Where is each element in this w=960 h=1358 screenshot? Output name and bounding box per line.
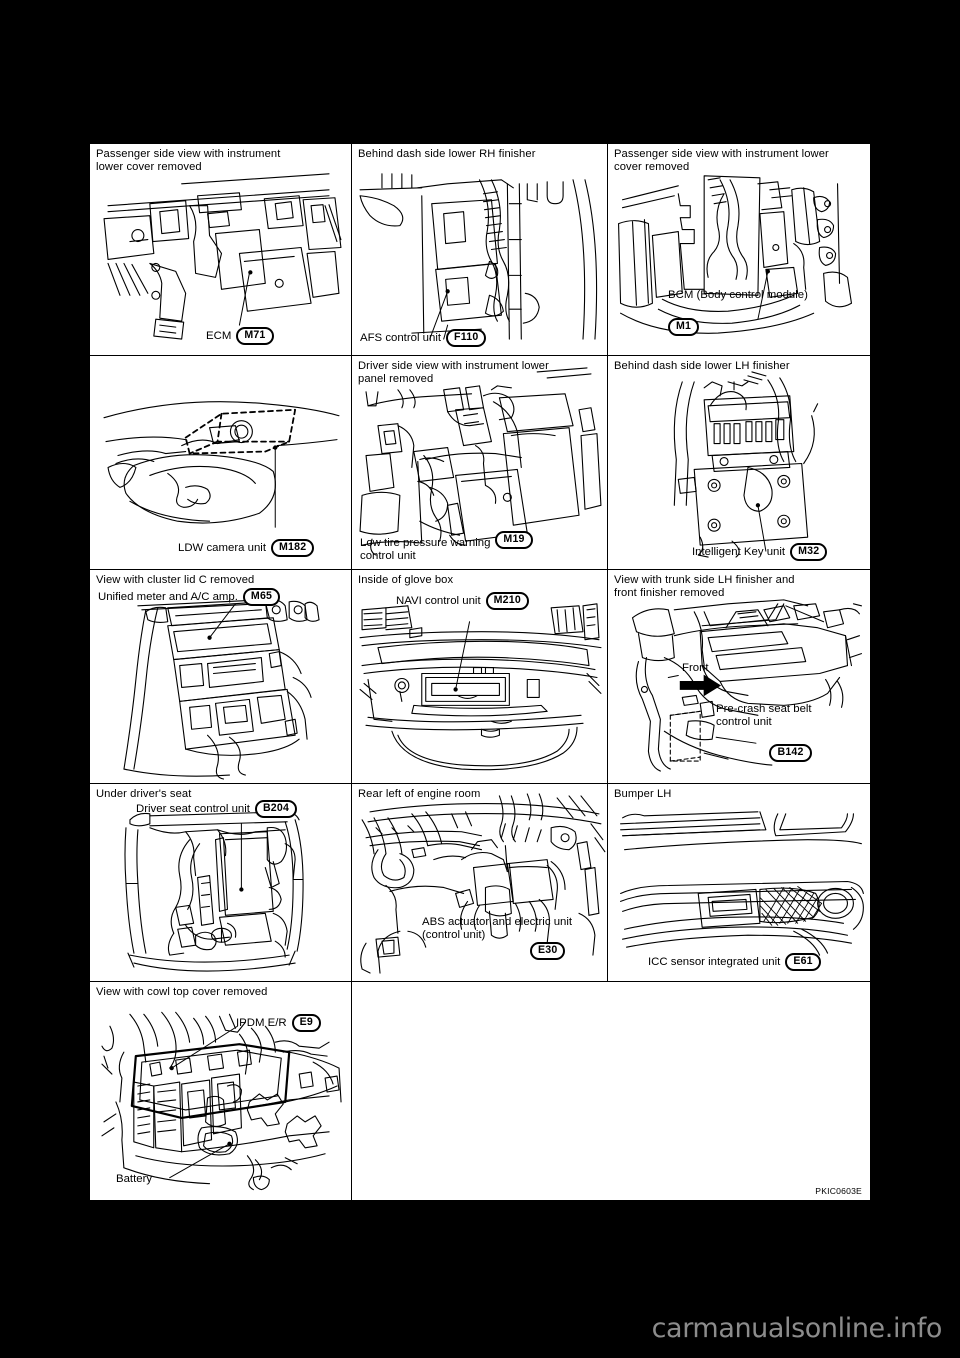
illustration-afs — [352, 144, 607, 355]
connector-pill-icc: E61 — [785, 953, 821, 971]
cell-ldw: LDW camera unit M182 — [90, 356, 352, 570]
callout-ecm: ECM M71 — [206, 327, 274, 345]
figure-code: PKIC0603E — [815, 1186, 862, 1196]
illustration-ecm — [90, 144, 351, 355]
illustration-precrash — [608, 570, 870, 783]
callout-ldw: LDW camera unit M182 — [178, 539, 315, 557]
cell-caption-precrash: View with trunk side LH finisher and fro… — [614, 574, 795, 600]
cell-caption-icc: Bumper LH — [614, 788, 672, 800]
component-label-navi: NAVI control unit — [396, 594, 481, 607]
connector-pill-meter: M65 — [242, 588, 281, 606]
callout-icc: ICC sensor integrated unit E61 — [648, 953, 821, 971]
callout-abs: ABS actuator and electric unit (control … — [422, 903, 572, 973]
cell-seat: Under driver's seat — [90, 784, 352, 982]
cell-caption-abs: Rear left of engine room — [358, 788, 481, 800]
cell-tpms: Driver side view with instrument lower p… — [352, 356, 608, 570]
cell-ikey: Behind dash side lower LH finisher — [608, 356, 870, 570]
illustration-ikey — [608, 356, 870, 569]
cell-caption-bcm: Passenger side view with instrument lowe… — [614, 148, 829, 174]
cell-meter: View with cluster lid C removed — [90, 570, 352, 784]
illustration-seat — [90, 784, 351, 981]
component-label-ikey: Intelligent Key unit — [692, 545, 786, 558]
cell-ecm: Passenger side view with instrument lowe… — [90, 144, 352, 356]
cell-bcm: Passenger side view with instrument lowe… — [608, 144, 870, 356]
manual-page: Passenger side view with instrument lowe… — [88, 142, 872, 1202]
cell-caption-seat: Under driver's seat — [96, 788, 192, 800]
connector-pill-seat: B204 — [254, 800, 298, 818]
callout-precrash: Pre-crash seat belt control unit B142 — [716, 690, 812, 775]
connector-pill-navi: M210 — [485, 592, 529, 610]
illustration-ldw — [90, 356, 351, 569]
component-label-abs: ABS actuator and electric unit (control … — [422, 916, 573, 941]
cell-caption-ipdm: View with cowl top cover removed — [96, 986, 268, 998]
site-watermark: carmanualsonline.info — [651, 1313, 943, 1344]
callout-navi: NAVI control unit M210 — [396, 592, 529, 610]
cell-precrash: View with trunk side LH finisher and fro… — [608, 570, 870, 784]
connector-pill-ipdm: E9 — [291, 1014, 321, 1032]
illustration-navi — [352, 570, 607, 783]
cell-caption-tpms: Driver side view with instrument lower p… — [358, 360, 549, 386]
illustration-tpms — [352, 356, 607, 569]
callout-battery: Battery — [116, 1173, 152, 1186]
callout-tpms: Low tire pressure warning control unit M… — [360, 531, 533, 563]
connector-pill-ldw: M182 — [271, 539, 315, 557]
callout-bcm: BCM (Body control module) M1 — [668, 276, 808, 349]
cell-caption-navi: Inside of glove box — [358, 574, 454, 586]
connector-pill-afs: F110 — [446, 329, 487, 347]
illustration-icc — [608, 784, 870, 981]
cell-abs: Rear left of engine room — [352, 784, 608, 982]
component-label-seat: Driver seat control unit — [136, 802, 250, 815]
illustration-meter — [90, 570, 351, 783]
cell-caption-meter: View with cluster lid C removed — [96, 574, 255, 586]
connector-pill-bcm: M1 — [668, 318, 700, 336]
cell-icc: Bumper LH — [608, 784, 870, 982]
component-label-precrash: Pre-crash seat belt control unit — [716, 703, 812, 728]
connector-pill-abs: E30 — [530, 942, 566, 960]
component-location-grid: Passenger side view with instrument lowe… — [90, 144, 870, 1200]
cell-caption-ikey: Behind dash side lower LH finisher — [614, 360, 790, 372]
cell-ipdm: View with cowl top cover removed — [90, 982, 352, 1200]
connector-pill-precrash: B142 — [769, 744, 812, 762]
cell-empty-footer: PKIC0603E — [352, 982, 870, 1200]
component-label-afs: AFS control unit — [360, 331, 442, 344]
callout-meter: Unified meter and A/C amp. M65 — [98, 588, 281, 606]
front-direction-label: Front — [682, 662, 709, 674]
cell-afs: Behind dash side lower RH finisher — [352, 144, 608, 356]
component-label-battery: Battery — [116, 1173, 153, 1185]
component-label-icc: ICC sensor integrated unit — [648, 955, 781, 968]
component-label-ecm: ECM — [206, 329, 232, 342]
front-text: Front — [682, 662, 709, 674]
connector-pill-ikey: M32 — [790, 543, 828, 561]
component-label-ipdm: IPDM E/R — [236, 1016, 287, 1029]
component-label-tpms: Low tire pressure warning control unit — [360, 537, 491, 562]
illustration-abs — [352, 784, 607, 981]
component-label-bcm: BCM (Body control module) — [668, 289, 808, 301]
callout-afs: AFS control unit F110 — [360, 329, 487, 347]
callout-seat: Driver seat control unit B204 — [136, 800, 298, 818]
connector-pill-tpms: M19 — [495, 531, 533, 549]
callout-ikey: Intelligent Key unit M32 — [692, 543, 828, 561]
callout-ipdm: IPDM E/R E9 — [236, 1014, 321, 1032]
connector-pill-ecm: M71 — [236, 327, 274, 345]
cell-caption-ecm: Passenger side view with instrument lowe… — [96, 148, 281, 174]
illustration-ipdm — [90, 982, 351, 1200]
cell-caption-afs: Behind dash side lower RH finisher — [358, 148, 536, 160]
component-label-ldw: LDW camera unit — [178, 541, 266, 554]
component-label-meter: Unified meter and A/C amp. — [98, 590, 238, 603]
cell-navi: Inside of glove box — [352, 570, 608, 784]
illustration-bcm — [608, 144, 870, 355]
